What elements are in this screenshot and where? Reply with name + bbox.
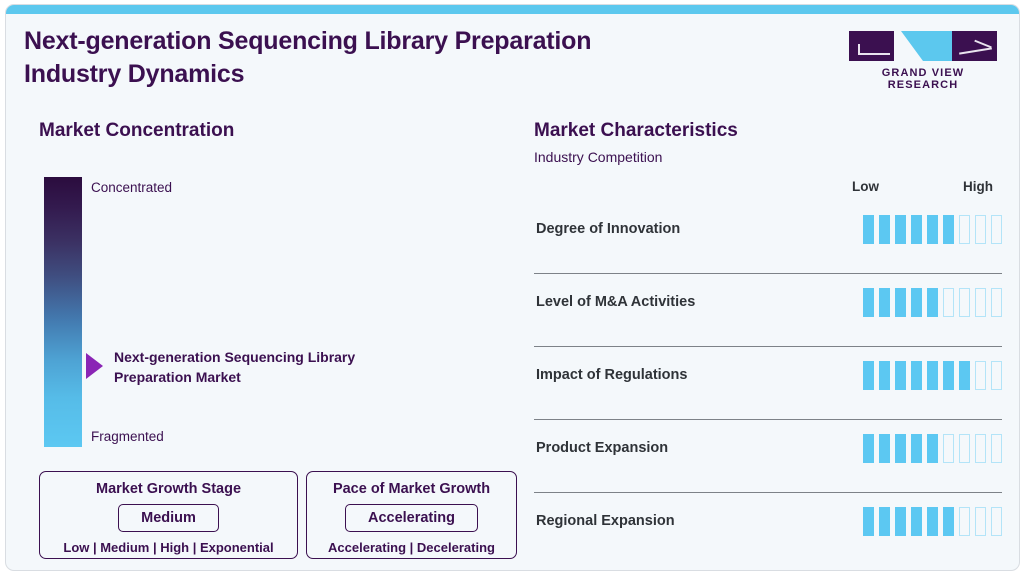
- rating-segment-filled: [863, 288, 874, 317]
- logo-marks: [849, 31, 997, 61]
- market-concentration-heading: Market Concentration: [39, 120, 235, 141]
- rating-segment-filled: [895, 215, 906, 244]
- rating-segment-empty: [991, 361, 1002, 390]
- concentration-marker-label: Next-generation Sequencing Library Prepa…: [114, 348, 434, 388]
- rating-segment-filled: [863, 434, 874, 463]
- characteristic-label: Regional Expansion: [536, 513, 675, 529]
- rating-segment-empty: [959, 434, 970, 463]
- rating-segment-filled: [911, 507, 922, 536]
- rating-segment-filled: [927, 215, 938, 244]
- page-title: Next-generation Sequencing Library Prepa…: [24, 25, 744, 91]
- characteristic-row: Regional Expansion: [534, 493, 1002, 565]
- growth-stage-title: Market Growth Stage: [95, 481, 242, 497]
- scale-label-low: Low: [852, 179, 879, 194]
- rating-segment-empty: [943, 288, 954, 317]
- rating-segment-filled: [911, 361, 922, 390]
- top-accent-strip: [6, 5, 1019, 14]
- concentration-gradient-bar: [44, 177, 82, 447]
- rating-segment-filled: [895, 507, 906, 536]
- characteristic-row: Impact of Regulations: [534, 347, 1002, 420]
- characteristic-rating-bars: [863, 361, 1002, 390]
- characteristic-rating-bars: [863, 215, 1002, 244]
- rating-segment-filled: [895, 434, 906, 463]
- rating-segment-empty: [991, 288, 1002, 317]
- growth-stage-scale: Low | Medium | High | Exponential: [63, 540, 274, 555]
- rating-segment-filled: [927, 507, 938, 536]
- rating-segment-empty: [975, 215, 986, 244]
- rating-segment-empty: [975, 434, 986, 463]
- market-growth-stage-box: Market Growth Stage Medium Low | Medium …: [39, 471, 298, 559]
- rating-segment-filled: [943, 215, 954, 244]
- concentration-bottom-label: Fragmented: [91, 429, 164, 444]
- pace-of-market-growth-box: Pace of Market Growth Accelerating Accel…: [306, 471, 517, 559]
- rating-segment-filled: [943, 507, 954, 536]
- concentration-marker-arrow-icon: [86, 353, 103, 379]
- rating-segment-filled: [943, 361, 954, 390]
- rating-segment-empty: [975, 507, 986, 536]
- characteristic-label: Level of M&A Activities: [536, 294, 696, 310]
- rating-segment-empty: [991, 215, 1002, 244]
- rating-segment-filled: [911, 215, 922, 244]
- rating-segment-filled: [927, 361, 938, 390]
- rating-segment-filled: [911, 288, 922, 317]
- rating-segment-filled: [863, 507, 874, 536]
- growth-pace-value: Accelerating: [344, 504, 479, 532]
- rating-segment-empty: [975, 361, 986, 390]
- logo-r-mark-icon: [952, 31, 997, 61]
- growth-pace-scale: Accelerating | Decelerating: [328, 540, 495, 555]
- concentration-top-label: Concentrated: [91, 180, 173, 195]
- rating-segment-empty: [959, 215, 970, 244]
- growth-stage-value: Medium: [118, 504, 219, 532]
- rating-segment-filled: [879, 507, 890, 536]
- rating-segment-filled: [879, 215, 890, 244]
- rating-segment-filled: [959, 361, 970, 390]
- infographic-card: Next-generation Sequencing Library Prepa…: [5, 4, 1020, 571]
- characteristic-row: Product Expansion: [534, 420, 1002, 493]
- rating-segment-filled: [863, 215, 874, 244]
- market-characteristics-heading: Market Characteristics: [534, 120, 738, 141]
- rating-segment-filled: [895, 361, 906, 390]
- market-characteristics-subheading: Industry Competition: [534, 149, 663, 165]
- logo-g-mark-icon: [849, 31, 894, 61]
- growth-pace-title: Pace of Market Growth: [332, 481, 491, 497]
- rating-segment-empty: [959, 507, 970, 536]
- characteristic-row: Degree of Innovation: [534, 201, 1002, 274]
- rating-segment-filled: [863, 361, 874, 390]
- rating-segment-filled: [911, 434, 922, 463]
- rating-segment-empty: [991, 507, 1002, 536]
- rating-segment-filled: [927, 288, 938, 317]
- characteristic-row: Level of M&A Activities: [534, 274, 1002, 347]
- marker-label-line2: Preparation Market: [114, 368, 241, 385]
- characteristic-rating-bars: [863, 288, 1002, 317]
- logo-wordmark: GRAND VIEW RESEARCH: [881, 67, 965, 91]
- page-title-line1: Next-generation Sequencing Library Prepa…: [24, 27, 592, 55]
- rating-segment-filled: [927, 434, 938, 463]
- rating-segment-empty: [975, 288, 986, 317]
- brand-logo: GRAND VIEW RESEARCH: [849, 31, 997, 91]
- page-title-line2: Industry Dynamics: [24, 60, 245, 88]
- scale-label-high: High: [963, 179, 993, 194]
- rating-segment-empty: [943, 434, 954, 463]
- rating-segment-filled: [879, 361, 890, 390]
- rating-segment-empty: [991, 434, 1002, 463]
- rating-segment-filled: [895, 288, 906, 317]
- rating-segment-empty: [959, 288, 970, 317]
- characteristic-label: Degree of Innovation: [536, 221, 681, 237]
- rating-segment-filled: [879, 288, 890, 317]
- characteristic-label: Impact of Regulations: [536, 367, 688, 383]
- characteristic-rating-bars: [863, 507, 1002, 536]
- characteristic-rating-bars: [863, 434, 1002, 463]
- characteristic-label: Product Expansion: [536, 440, 669, 456]
- marker-label-line1: Next-generation Sequencing Library: [114, 349, 356, 365]
- rating-segment-filled: [879, 434, 890, 463]
